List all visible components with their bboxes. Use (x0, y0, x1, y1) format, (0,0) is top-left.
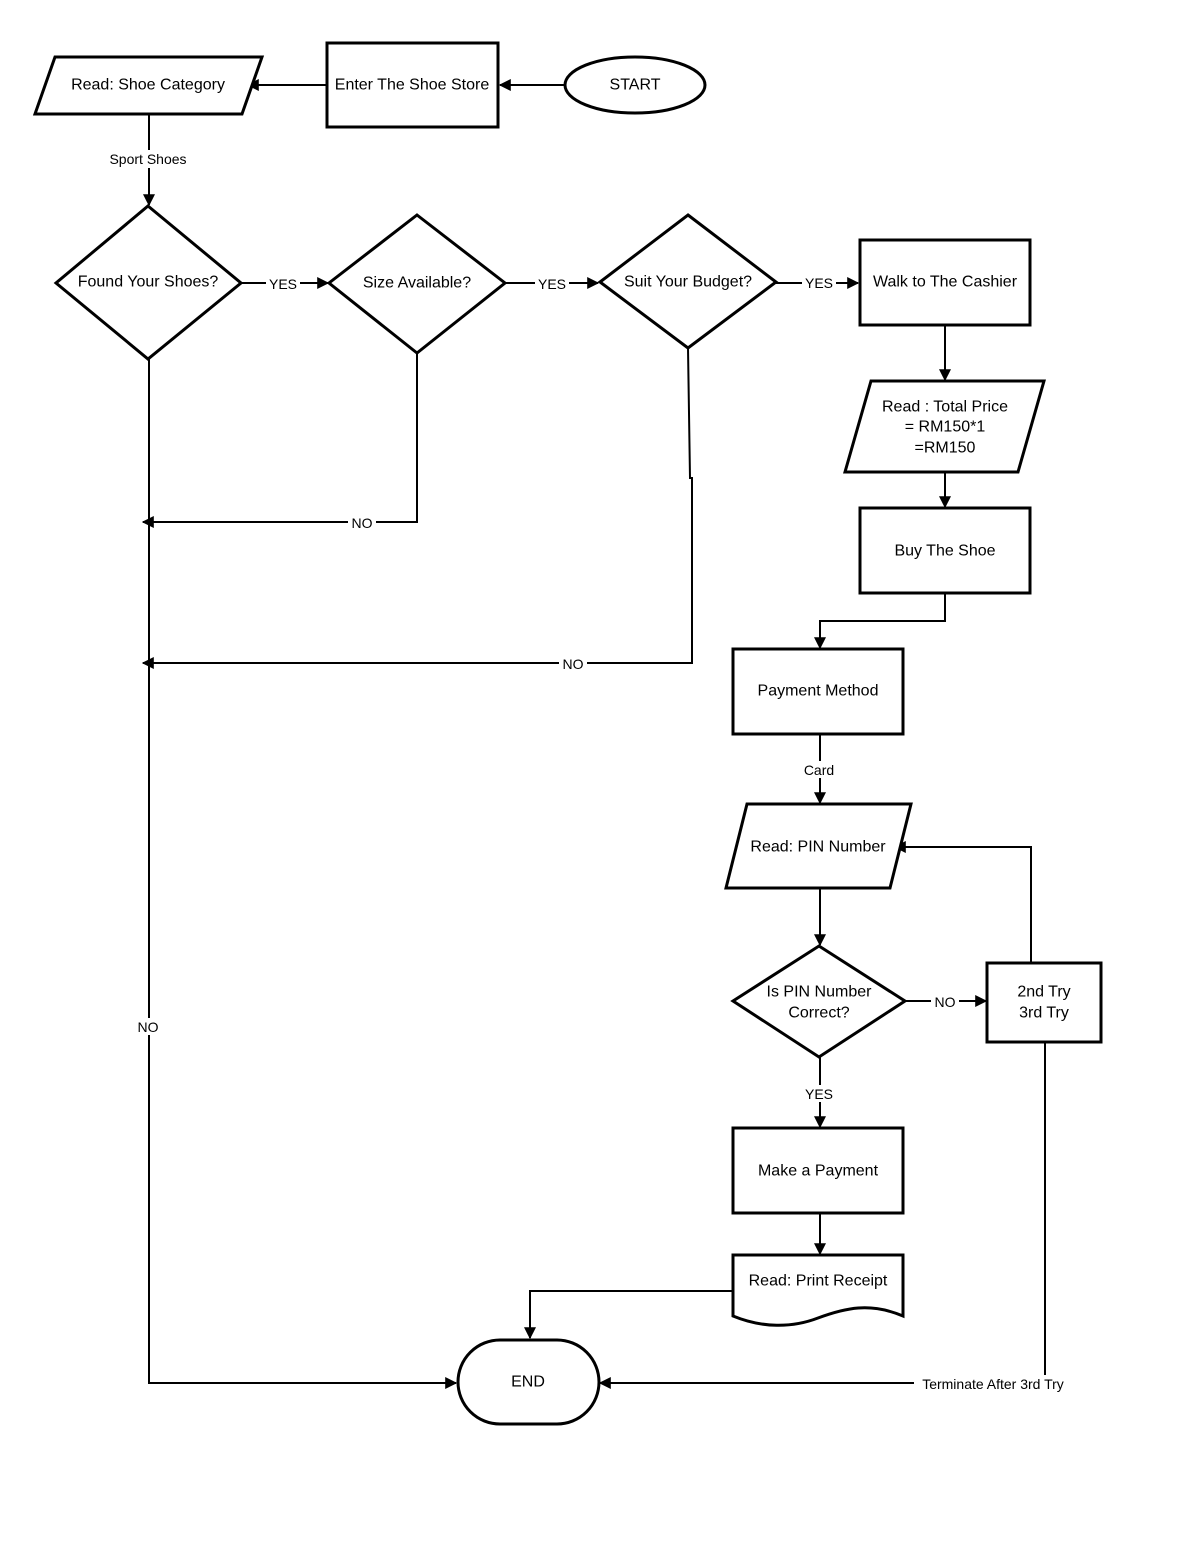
node-start: START (563, 55, 707, 115)
node-size-available: Size Available? (326, 213, 508, 355)
end-label: END (511, 1374, 545, 1391)
node-tries: 2nd Try 3rd Try (985, 961, 1103, 1044)
walk-cashier-process-box (858, 238, 1032, 327)
edge-label-found-no: NO (138, 1019, 159, 1035)
size-available-label: Size Available? (363, 275, 471, 292)
found-shoes-decision-diamond (53, 204, 244, 361)
node-payment-method: Payment Method (731, 647, 905, 736)
node-suit-budget: Suit Your Budget? (597, 213, 779, 350)
node-buy-shoe: Buy The Shoe (858, 506, 1032, 595)
edge-label-size-no: NO (352, 515, 373, 531)
suit-budget-decision-diamond (597, 213, 779, 350)
node-found-shoes: Found Your Shoes? (53, 204, 244, 361)
start-label: START (610, 77, 661, 94)
enter-store-process-box (325, 41, 500, 129)
node-print-receipt: Read: Print Receipt (731, 1253, 905, 1327)
read-pin-io-shape (724, 802, 913, 890)
read-pin-label: Read: PIN Number (750, 839, 886, 856)
enter-store-label: Enter The Shoe Store (335, 77, 490, 94)
suit-budget-label: Suit Your Budget? (624, 274, 752, 291)
node-end: END (456, 1338, 601, 1426)
tries-line-2: 3rd Try (1019, 1005, 1069, 1022)
total-price-line-1: Read : Total Price (882, 399, 1008, 416)
node-read-category: Read: Shoe Category (32, 55, 265, 116)
node-pin-correct: Is PIN Number Correct? (730, 944, 908, 1059)
found-shoes-label: Found Your Shoes? (78, 274, 219, 291)
tries-process-box (985, 961, 1103, 1044)
edge-label-budget-no: NO (563, 656, 584, 672)
edge-size-no (141, 353, 418, 528)
edge-buy-to-payment (814, 593, 946, 650)
edge-label-found-yes: YES (269, 276, 297, 292)
buy-shoe-process-box (858, 506, 1032, 595)
pin-correct-line-2: Correct? (788, 1005, 849, 1022)
edge-labels: Sport Shoes YES YES YES NO NO NO Card NO… (104, 150, 1074, 1392)
edge-receipt-to-end (524, 1290, 733, 1340)
make-payment-label: Make a Payment (758, 1163, 879, 1180)
walk-cashier-label: Walk to The Cashier (873, 274, 1018, 291)
edge-label-card: Card (804, 762, 834, 778)
pin-correct-decision-diamond (730, 944, 908, 1059)
total-price-line-2: = RM150*1 (905, 419, 986, 436)
tries-line-1: 2nd Try (1017, 984, 1070, 1001)
edge-tries-to-pin (893, 841, 1032, 963)
pin-correct-line-1: Is PIN Number (767, 984, 873, 1001)
node-total-price: Read : Total Price = RM150*1 =RM150 (843, 379, 1046, 474)
edge-budget-no (141, 347, 693, 669)
node-enter-store: Enter The Shoe Store (325, 41, 500, 129)
start-terminal-shape (563, 55, 707, 115)
edge-label-pin-yes: YES (805, 1086, 833, 1102)
print-receipt-label: Read: Print Receipt (749, 1273, 888, 1290)
node-read-pin: Read: PIN Number (724, 802, 913, 890)
node-walk-cashier: Walk to The Cashier (858, 238, 1032, 327)
make-payment-process-box (731, 1126, 905, 1215)
read-category-label: Read: Shoe Category (71, 77, 225, 94)
read-category-io-shape (32, 55, 265, 116)
buy-shoe-label: Buy The Shoe (894, 543, 995, 560)
node-make-payment: Make a Payment (731, 1126, 905, 1215)
edge-found-no (148, 359, 458, 1389)
payment-method-label: Payment Method (758, 683, 879, 700)
end-terminal-shape (456, 1338, 601, 1426)
edge-label-terminate: Terminate After 3rd Try (922, 1376, 1064, 1392)
edge-label-pin-no: NO (935, 994, 956, 1010)
size-available-decision-diamond (326, 213, 508, 355)
total-price-io-shape (843, 379, 1046, 474)
edge-label-budget-yes: YES (805, 275, 833, 291)
edge-label-sport-shoes: Sport Shoes (109, 151, 186, 167)
print-receipt-document-shape (731, 1253, 905, 1327)
payment-method-process-box (731, 647, 905, 736)
total-price-line-3: =RM150 (915, 440, 976, 457)
edge-label-size-yes: YES (538, 276, 566, 292)
